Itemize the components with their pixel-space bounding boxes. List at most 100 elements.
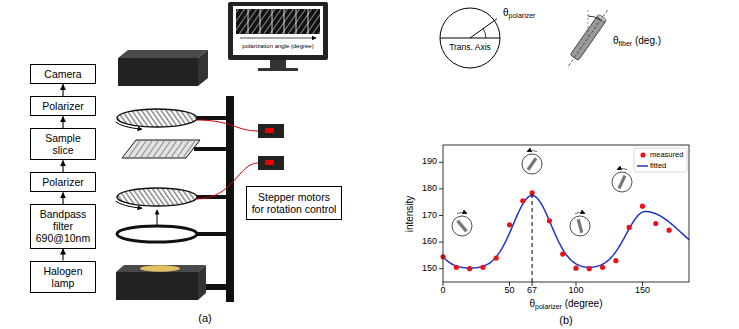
inset-fiber: [456, 220, 467, 233]
tick-label: 150: [635, 286, 650, 296]
polarizer-sketch: [440, 8, 500, 68]
inset: [452, 213, 472, 237]
inset-circle: [452, 216, 472, 236]
angle-label: θpolarizer: [503, 7, 535, 20]
inset-fiber: [618, 175, 627, 189]
flow-arrow: [62, 160, 63, 172]
tick-label: 0: [440, 286, 445, 296]
inset-arrow: [527, 151, 537, 152]
box-label: Bandpass filter 690@10nm: [34, 208, 92, 244]
chart-frame: [443, 145, 689, 282]
panel-letter: (a): [198, 312, 211, 324]
tick-label: 67: [527, 286, 537, 296]
fitted-curve: [443, 196, 689, 268]
polarizer-circle: [440, 8, 500, 68]
measured-point: [520, 198, 525, 203]
theta-symbol: θ: [530, 298, 536, 309]
angle-arc: [588, 16, 601, 20]
subscript: polarizer: [509, 12, 536, 19]
lamp-top: [116, 265, 206, 272]
polarizer-grating: [117, 188, 197, 206]
legend-entry: measured: [650, 151, 683, 159]
theta-symbol: θ: [613, 35, 619, 46]
vertical-reference: [588, 10, 589, 38]
process-box: Bandpass filter 690@10nm: [30, 204, 96, 248]
tick-label: 180: [422, 184, 437, 194]
inset-circle: [522, 154, 542, 174]
plot-area: [440, 190, 689, 271]
polarizer-disc: [117, 109, 197, 127]
polarizer-disc: [117, 188, 197, 206]
process-box: Polarizer: [30, 172, 96, 192]
panel-letter: (b): [559, 314, 572, 326]
image-fibers: [236, 9, 320, 34]
measured-point: [454, 265, 459, 270]
frame-separators: [248, 9, 308, 34]
legend-frame: [634, 148, 687, 172]
stand-arm: [196, 232, 226, 236]
callout-box: Stepper motors for rotation control: [246, 186, 342, 220]
orientation-insets: [452, 151, 632, 237]
tick-label: 170: [422, 211, 437, 221]
legend-box: [634, 148, 687, 172]
inset-fiber: [577, 219, 584, 233]
measured-point: [547, 218, 552, 223]
rotation-arrow: [116, 201, 142, 208]
measured-point: [587, 266, 592, 271]
measured-point: [613, 258, 618, 263]
process-box: Polarizer: [30, 96, 96, 116]
subscript: polarizer: [535, 303, 562, 310]
measured-point: [666, 228, 671, 233]
legend-dot: [640, 152, 645, 157]
measured-point: [560, 251, 565, 256]
tick: [439, 215, 443, 216]
x-ticks: [443, 282, 643, 286]
flow-arrow: [62, 116, 63, 128]
tick-label: 50: [504, 286, 514, 296]
polarizer-grating: [117, 109, 197, 127]
process-box: Camera: [30, 64, 96, 84]
stand-arm: [196, 116, 226, 120]
filter-ring: [117, 226, 197, 242]
camera-side: [198, 50, 208, 86]
inset: [612, 169, 632, 193]
measured-point: [467, 266, 472, 271]
tick-label: 100: [568, 286, 583, 296]
measured-point: [507, 222, 512, 227]
flow-arrow: [62, 192, 63, 204]
label-tail: (deg.): [632, 35, 661, 46]
screen-arrow: [240, 38, 316, 39]
measured-point: [573, 266, 578, 271]
motor-light: [265, 160, 274, 165]
inset: [522, 151, 542, 175]
axis-title: θpolarizer (degree): [530, 298, 603, 311]
inset: [570, 213, 590, 237]
tick-label: 190: [422, 157, 437, 167]
camera-body: [118, 58, 198, 86]
tick: [439, 162, 443, 163]
fiber-sketch: [564, 7, 611, 68]
inset-arrow: [575, 213, 585, 214]
stand-arm: [194, 147, 226, 151]
polarizer-angle-line: [470, 19, 497, 38]
monitor-bezel: [228, 2, 328, 60]
rotation-arrow: [116, 122, 142, 129]
sample-fibers: [122, 140, 200, 158]
y-ticks: [439, 162, 443, 268]
measured-point: [480, 265, 485, 270]
flow-arrow: [62, 249, 63, 261]
separator: [272, 9, 273, 34]
measured-point: [640, 204, 645, 209]
sample-slice: [122, 140, 200, 158]
motor-light: [265, 128, 274, 133]
process-box: Sample slice: [30, 128, 96, 160]
box-label: Sample slice: [34, 132, 92, 156]
motor-wire: [196, 120, 258, 131]
monitor-base: [258, 68, 298, 71]
inset-arrow: [617, 169, 627, 170]
monitor-neck: [270, 60, 286, 68]
box-label: Polarizer: [34, 100, 92, 112]
tick-label: 150: [422, 264, 437, 274]
